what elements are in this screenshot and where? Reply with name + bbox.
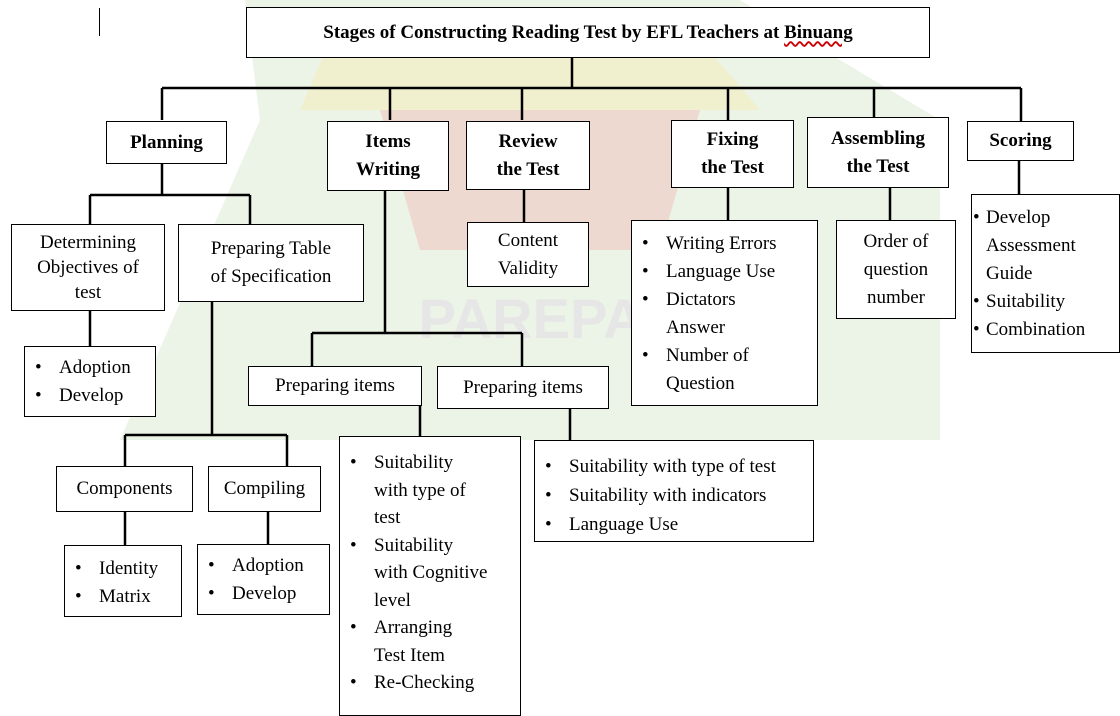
stage-review-line2: the Test	[496, 158, 560, 180]
list-item: Suitability with indicators	[545, 481, 813, 510]
list-item: Identity	[75, 555, 181, 583]
preparing-items-1-label: Preparing items	[275, 375, 395, 396]
stage-items-writing-line2: Writing	[355, 159, 421, 180]
list-item: Matrix	[75, 583, 181, 611]
stage-planning-label: Planning	[130, 131, 203, 153]
fixing-list: Writing Errors Language Use DictatorsAns…	[631, 220, 818, 406]
compiling-box: Compiling	[208, 466, 321, 512]
connector-lines	[88, 58, 1023, 545]
list-item: Develop	[35, 382, 155, 410]
objectives-list: Adoption Develop	[24, 346, 156, 417]
text-cursor	[99, 8, 100, 36]
stage-assembling: Assembling the Test	[807, 117, 949, 188]
stage-assembling-line2: the Test	[846, 155, 910, 177]
components-list: Identity Matrix	[64, 545, 182, 617]
stage-fixing-line1: Fixing	[706, 129, 759, 150]
stage-assembling-line1: Assembling	[831, 127, 925, 149]
components-label: Components	[76, 478, 173, 499]
components-box: Components	[56, 466, 193, 512]
content-validity-line1: Content	[497, 229, 559, 251]
list-item: Develop	[208, 580, 329, 608]
list-item: Re-Checking	[350, 669, 520, 697]
list-item: Adoption	[208, 552, 329, 580]
list-item: Writing Errors	[642, 230, 817, 258]
list-item: Adoption	[35, 354, 155, 382]
stage-scoring: Scoring	[967, 121, 1074, 161]
order-number-box: Order of question number	[836, 220, 956, 319]
compiling-label: Compiling	[223, 478, 306, 499]
objectives-line2: Objectives of	[37, 257, 139, 278]
list-item: Language Use	[642, 258, 817, 286]
title-text: Stages of Constructing Reading Test by E…	[323, 21, 785, 43]
stage-planning: Planning	[106, 121, 227, 164]
order-line3: number	[866, 286, 926, 308]
objectives-line1: Determining	[39, 232, 137, 253]
stage-scoring-label: Scoring	[989, 130, 1052, 151]
stage-items-writing: Items Writing	[327, 121, 449, 191]
order-line1: Order of	[863, 230, 929, 252]
stage-fixing-line2: the Test	[701, 157, 764, 178]
preparing-items-2: Preparing items	[437, 366, 609, 409]
objectives-box: Determining Objectives of test	[11, 224, 165, 311]
preparing-items-1: Preparing items	[248, 366, 422, 406]
table-spec-box: Preparing Table of Specification	[178, 224, 364, 302]
stage-fixing: Fixing the Test	[671, 120, 794, 188]
preparing-items-2-list: Suitability with type of test Suitabilit…	[534, 440, 814, 542]
table-spec-line2: of Specification	[210, 266, 332, 287]
stage-items-writing-line1: Items	[365, 131, 411, 152]
diagram-title: Stages of Constructing Reading Test by E…	[246, 7, 930, 58]
list-item: Combination	[973, 316, 1119, 344]
objectives-line3: test	[74, 282, 102, 303]
stage-review-line1: Review	[498, 130, 558, 152]
content-validity-box: Content Validity	[467, 222, 589, 287]
content-validity-line2: Validity	[497, 257, 559, 279]
list-item: Suitability	[973, 288, 1119, 316]
title-place: Binuang	[784, 21, 853, 43]
list-item: Language Use	[545, 510, 813, 539]
preparing-items-2-label: Preparing items	[463, 376, 583, 398]
order-line2: question	[863, 258, 929, 280]
table-spec-line1: Preparing Table	[210, 238, 332, 259]
compiling-list: Adoption Develop	[197, 544, 330, 615]
list-item: Suitability with type of test	[545, 452, 813, 481]
stage-review: Review the Test	[466, 121, 590, 190]
